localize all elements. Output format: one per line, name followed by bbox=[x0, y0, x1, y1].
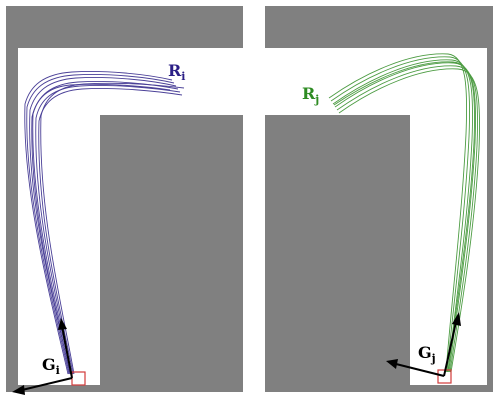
left-robot-label: Ri bbox=[168, 61, 185, 83]
right-robot-label: Rj bbox=[302, 84, 319, 106]
left-trajectory bbox=[24, 71, 173, 375]
left-trajectory bbox=[40, 82, 185, 375]
right-trajectory bbox=[328, 53, 468, 373]
left-coordinate-frame-arrow bbox=[12, 318, 73, 395]
left-trajectory bbox=[31, 83, 171, 375]
left-trajectory bbox=[29, 77, 177, 375]
right-trajectory bbox=[334, 62, 477, 373]
left-map-free-space bbox=[18, 48, 243, 385]
left-goal-label: Gi bbox=[42, 355, 60, 377]
right-trajectory bbox=[333, 61, 476, 373]
right-map-free-space bbox=[265, 48, 487, 385]
right-coordinate-frame-arrow bbox=[386, 312, 461, 377]
right-trajectory bbox=[330, 56, 471, 373]
left-trajectory-bundle bbox=[24, 71, 185, 375]
left-trajectory bbox=[35, 85, 181, 375]
left-trajectory bbox=[26, 74, 175, 375]
left-map-panel: Ri Gi bbox=[6, 6, 243, 395]
right-trajectory bbox=[338, 68, 481, 373]
right-map-panel: Rj Gj bbox=[265, 6, 493, 392]
right-trajectory bbox=[332, 59, 474, 373]
right-goal-label: Gj bbox=[418, 343, 436, 365]
right-trajectory bbox=[336, 65, 479, 373]
right-trajectory-bundle bbox=[328, 53, 481, 373]
